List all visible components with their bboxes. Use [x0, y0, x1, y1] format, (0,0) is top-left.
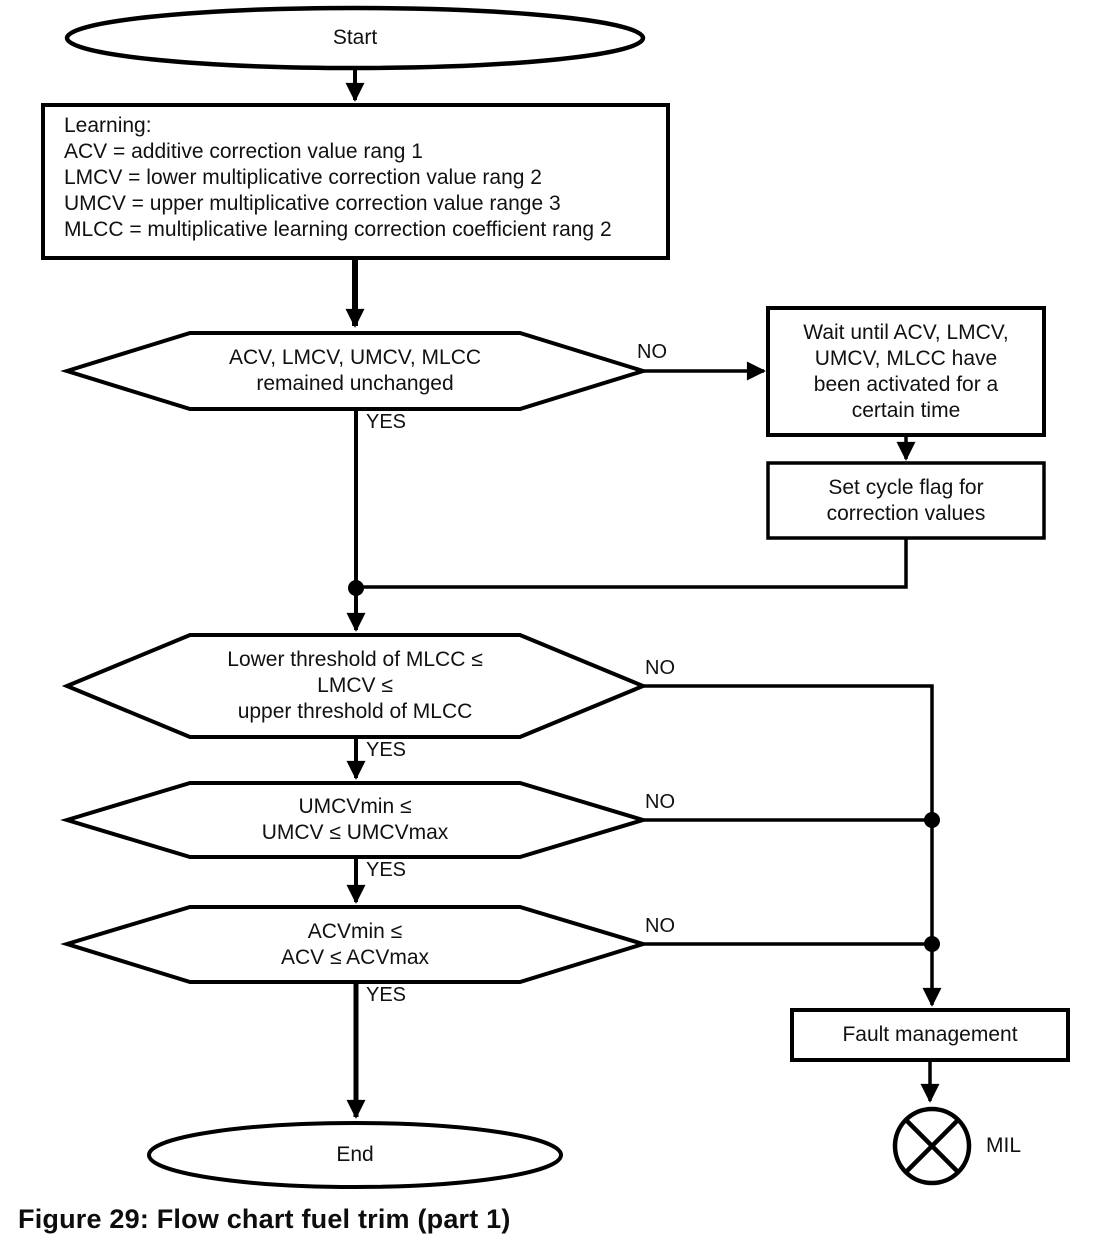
decision4-yes-label: YES: [366, 984, 407, 1006]
start-terminator-shape: [64, 5, 646, 71]
junction-dot-no3: [924, 936, 940, 952]
decision3-label: UMCVmin ≤ UMCV ≤ UMCVmax: [261, 795, 449, 844]
decision1-no-label: NO: [637, 341, 667, 363]
fault-management-label: Fault management: [842, 1023, 1018, 1046]
fault-management-box-shape: [790, 1008, 1070, 1062]
decision1-label: ACV, LMCV, UMCV, MLCC remained unchanged: [228, 346, 482, 395]
junction-dot-no2: [924, 812, 940, 828]
decision2-hexagon-shape: [61, 633, 649, 739]
set-cycle-flag-box-shape: [766, 461, 1046, 540]
decision4-no-label: NO: [645, 915, 675, 937]
decision3-yes-label: YES: [366, 859, 407, 881]
decision4-hexagon-shape: [60, 905, 650, 984]
decision1-yes-label: YES: [366, 411, 407, 433]
end-label: End: [336, 1143, 374, 1166]
node-shapes: [41, 5, 1070, 1189]
decision3-no-label: NO: [645, 791, 675, 813]
wait-box-label: Wait until ACV, LMCV, UMCV, MLCC have be…: [803, 320, 1009, 422]
decision2-yes-label: YES: [366, 739, 407, 761]
connector-lines: [345, 66, 942, 1119]
set-cycle-flag-label: Set cycle flag for correction values: [826, 475, 986, 525]
junction-dot-main: [348, 580, 364, 596]
learning-box-label: Learning: ACV = additive correction valu…: [64, 114, 612, 241]
mil-label: MIL: [986, 1134, 1022, 1157]
decision1-hexagon-shape: [60, 331, 650, 411]
decision2-label: Lower threshold of MLCC ≤ LMCV ≤ upper t…: [227, 648, 483, 723]
start-label: Start: [332, 26, 378, 49]
decision2-no-label: NO: [645, 657, 675, 679]
decision3-hexagon-shape: [60, 781, 650, 859]
end-terminator-shape: [147, 1121, 563, 1189]
mil-indicator-icon: [892, 1106, 972, 1186]
junction-dots: [348, 580, 940, 952]
decision4-label: ACVmin ≤ ACV ≤ ACVmax: [280, 919, 430, 969]
figure-caption: Figure 29: Flow chart fuel trim (part 1): [18, 1204, 511, 1234]
edge-no-collector: [643, 684, 942, 1007]
edge-setflag-return: [356, 538, 908, 589]
learning-box-shape: [41, 103, 670, 260]
wait-box-shape: [766, 306, 1046, 437]
